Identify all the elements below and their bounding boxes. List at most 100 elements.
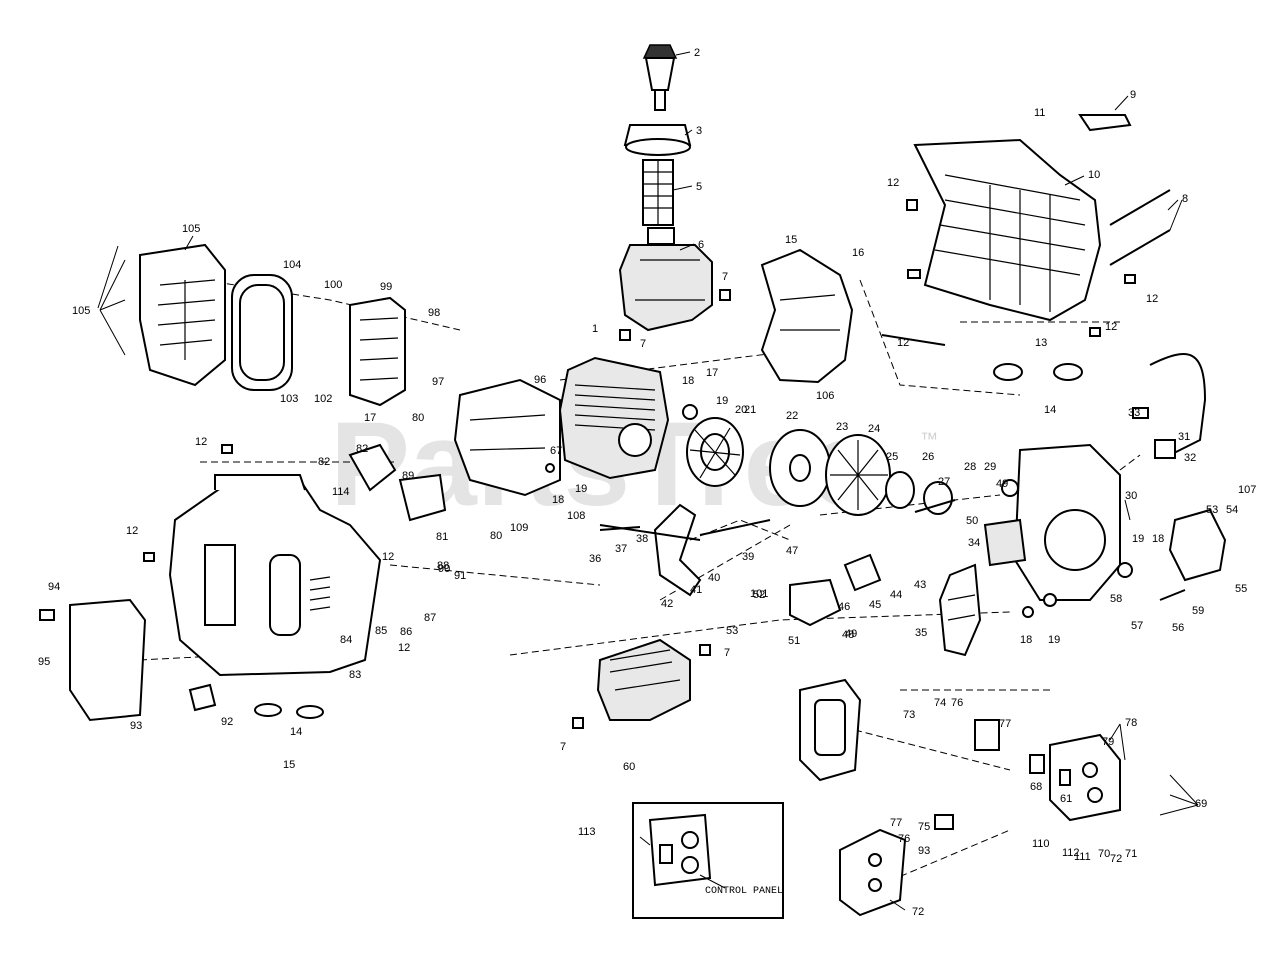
callout: 75	[918, 821, 930, 833]
callout: 97	[432, 376, 444, 388]
callout: 18	[552, 494, 564, 506]
callout: 48	[842, 629, 854, 641]
callout: 99	[380, 281, 392, 293]
front-inner-cover	[760, 248, 854, 384]
ignition-coil	[789, 553, 882, 627]
callout: 68	[1030, 781, 1042, 793]
upper-cover-handle	[913, 114, 1132, 322]
callout: 21	[744, 404, 756, 416]
front-frame	[799, 678, 862, 782]
callout: 89	[402, 470, 414, 482]
callout: 60	[623, 761, 635, 773]
callout: 14	[1044, 404, 1056, 416]
callout: 24	[868, 423, 880, 435]
callout: 78	[1125, 717, 1137, 729]
fuel-tank	[618, 227, 713, 332]
callout: 9	[1130, 89, 1136, 101]
callout: 82	[318, 456, 330, 468]
callout: 19	[575, 483, 587, 495]
callout: 51	[788, 635, 800, 647]
callout: 17	[364, 412, 376, 424]
callout: 100	[324, 279, 342, 291]
callout: 28	[964, 461, 976, 473]
callout: 92	[221, 716, 233, 728]
callout: 1	[592, 323, 598, 335]
callout: 38	[636, 533, 648, 545]
callout: 26	[922, 451, 934, 463]
callout: 83	[349, 669, 361, 681]
callout: 18	[1152, 533, 1164, 545]
callout: 59	[1192, 605, 1204, 617]
callout: 88	[437, 560, 449, 572]
panel-plate	[1049, 733, 1121, 822]
fuel-strainer	[642, 159, 674, 226]
callout: 72	[912, 906, 924, 918]
callout: 3	[696, 125, 702, 137]
callout: 19	[1132, 533, 1144, 545]
callout: 31	[1178, 431, 1190, 443]
callout-labels: 1 2 3 5 6 7 7 7 7 8 9 10 11 12 12 12 12 …	[38, 47, 1256, 918]
callout: 73	[903, 709, 915, 721]
callout: 71	[1125, 848, 1137, 860]
callout: 103	[280, 393, 298, 405]
callout: 69	[1195, 798, 1207, 810]
callout: 19	[1048, 634, 1060, 646]
callout: 80	[490, 530, 502, 542]
callout: 27	[938, 476, 950, 488]
callout: 12	[382, 551, 394, 563]
starter-pulley	[885, 471, 953, 515]
callout: 70	[1098, 848, 1110, 860]
recoil-cover	[1013, 443, 1121, 601]
callout: 91	[454, 570, 466, 582]
callout: 110	[1032, 838, 1050, 850]
callout: 87	[424, 612, 436, 624]
callout: 20	[735, 404, 747, 416]
side-duct	[938, 563, 982, 657]
callout: 8	[1182, 193, 1188, 205]
callout: 36	[589, 553, 601, 565]
callout: 93	[918, 845, 930, 857]
callout: 30	[1125, 490, 1137, 502]
muffler-bracket	[599, 503, 771, 597]
callout: 105	[72, 305, 90, 317]
callout: 39	[742, 551, 754, 563]
callout: 49	[845, 628, 857, 640]
callout: 80	[412, 412, 424, 424]
callout: 6	[698, 239, 704, 251]
callout: 2	[694, 47, 700, 59]
callout: 76	[951, 697, 963, 709]
callout: 77	[890, 817, 902, 829]
callout: 32	[1184, 452, 1196, 464]
control-panel-label: CONTROL PANEL	[705, 886, 783, 897]
engine-block	[558, 356, 670, 480]
callout: 45	[869, 599, 881, 611]
callout: 96	[534, 374, 546, 386]
callout: 67	[550, 445, 562, 457]
callout: 57	[1131, 620, 1143, 632]
callout: 12	[1146, 293, 1158, 305]
feet-pads	[188, 683, 324, 719]
filter-pad	[983, 518, 1027, 567]
callout: 10	[1088, 169, 1100, 181]
callout: 44	[890, 589, 902, 601]
gasket-ring	[231, 274, 293, 391]
callout: 42	[661, 598, 673, 610]
callout: 102	[314, 393, 332, 405]
callout: 54	[1226, 504, 1238, 516]
callout: 18	[1020, 634, 1032, 646]
long-bolts	[1109, 189, 1171, 266]
callout: 22	[786, 410, 798, 422]
callout: 72	[1110, 853, 1122, 865]
callout: 109	[510, 522, 528, 534]
stator	[686, 417, 744, 487]
callout: 79	[1102, 736, 1114, 748]
callout-leaders	[97, 51, 1199, 911]
callout: 7	[722, 271, 728, 283]
cooling-fan	[825, 434, 891, 516]
callout: 107	[1238, 484, 1256, 496]
callout: 85	[375, 625, 387, 637]
callout: 25	[886, 451, 898, 463]
callout: 90	[438, 563, 450, 575]
